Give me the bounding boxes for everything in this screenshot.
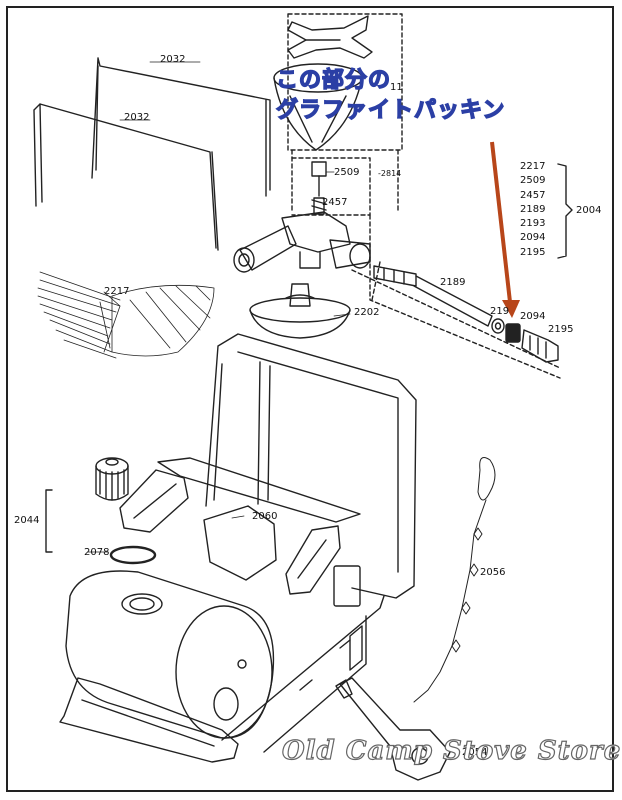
part-label-2457: 2457 <box>322 197 348 208</box>
kit-item: 2217 <box>520 161 546 172</box>
part-label-2189: 2189 <box>440 277 466 288</box>
kit-contents-list: 2217 2509 2457 2189 2193 2094 2195 <box>520 160 560 260</box>
store-watermark: Old Camp Stove Store <box>281 735 622 766</box>
burner-cap-part <box>287 15 373 59</box>
left-bracket-2044 <box>45 489 53 553</box>
part-label-2032-rear: 2032 <box>160 54 186 65</box>
burner-plate-part <box>249 283 351 339</box>
part-label-2060: 2060 <box>252 511 278 522</box>
vaporizer-assembly-part <box>233 211 371 273</box>
kit-item: 2509 <box>520 175 546 187</box>
part-label-2094: 2094 <box>520 311 546 322</box>
pot-support-bracket-rear <box>91 57 271 197</box>
dashed-box-pin <box>291 157 371 216</box>
part-label-2195: 2195 <box>548 324 574 335</box>
part-label-2111: 11 <box>390 82 403 93</box>
chain-part <box>413 457 496 703</box>
dashed-spindle-guide <box>351 214 561 379</box>
part-label-2217: 2217 <box>104 286 130 297</box>
o-ring-part <box>109 545 157 565</box>
kit-item: 2189 <box>520 203 546 215</box>
kit-item: 2193 <box>520 218 546 230</box>
wick-part <box>37 271 215 359</box>
part-label-2056: 2056 <box>480 567 506 578</box>
stove-case-lid <box>205 333 417 599</box>
part-label-2202: 2202 <box>354 307 380 318</box>
stove-case-base <box>59 595 385 763</box>
spindle-part <box>373 265 493 327</box>
callout-text-line2: グラファイトパッキン <box>275 98 506 123</box>
leader-lines <box>87 61 351 553</box>
wrench-part <box>335 677 451 781</box>
part-label-2193: 219 <box>490 306 510 317</box>
part-label-2044: 2044 <box>14 515 40 526</box>
burner-pin-part <box>311 161 327 215</box>
callout-arrow <box>490 141 520 318</box>
fuel-tank-part <box>65 570 275 739</box>
part-label-2078: 2078 <box>84 547 110 558</box>
kit-bracket <box>557 163 573 259</box>
burner-bowl-part <box>273 63 363 151</box>
part-label-2004: 2004 <box>576 205 602 216</box>
assembly-dashed-box-top <box>287 13 403 211</box>
callout-text-line1: この部分の <box>275 68 392 93</box>
pot-support-bracket-front <box>33 103 219 251</box>
image-frame <box>6 6 614 792</box>
kit-item: 2457 <box>520 189 546 201</box>
filler-cap-part <box>95 457 129 501</box>
part-label-2509: 2509 <box>334 167 360 178</box>
small-fittings-part <box>491 318 559 363</box>
part-label-2814: -2814 <box>378 169 402 178</box>
part-label-2032-front: 2032 <box>124 112 150 123</box>
part-label-2054: 2054 <box>462 747 488 758</box>
kit-item: 2094 <box>520 232 546 244</box>
kit-item: 2195 <box>520 246 546 258</box>
windscreen-part <box>119 457 361 607</box>
